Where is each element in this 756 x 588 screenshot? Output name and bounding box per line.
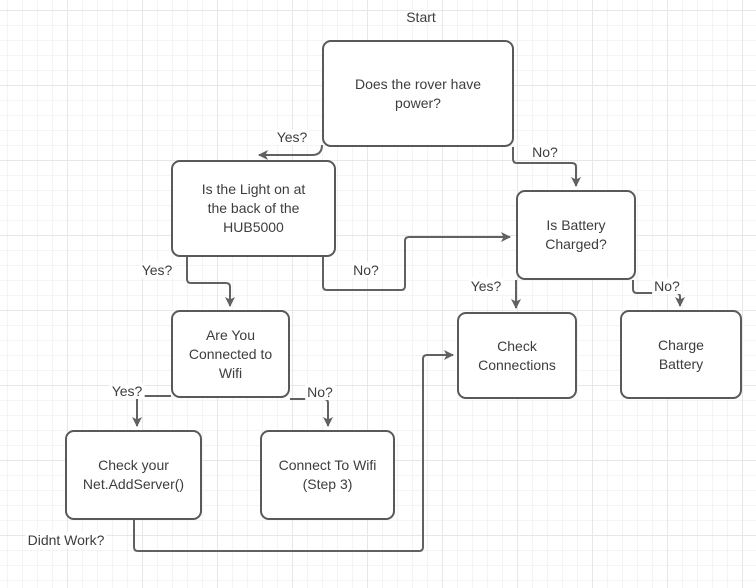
start-label[interactable]: Start [406,9,436,25]
edge-power-to-hub-light[interactable] [258,144,323,160]
edge-label-yes-wifi-to-addserver[interactable]: Yes? [109,383,145,399]
node-check-your-net-addserver[interactable]: Check your Net.AddServer() [65,430,202,520]
node-does-rover-have-power[interactable]: Does the rover have power? [322,40,514,147]
edge-hub-light-to-wifi[interactable] [186,257,235,307]
node-charge-battery[interactable]: Charge Battery [620,310,742,399]
edge-label-yes-battery-to-check[interactable]: Yes? [468,278,504,294]
edge-label-no-battery-to-charge[interactable]: No? [652,278,682,294]
edge-label-didnt-work[interactable]: Didnt Work? [25,532,107,548]
edge-wifi-to-connect-wifi[interactable] [290,398,333,427]
node-connect-to-wifi-step3[interactable]: Connect To Wifi (Step 3) [260,430,395,520]
edge-label-yes-power-to-hub[interactable]: Yes? [274,129,310,145]
node-check-connections[interactable]: Check Connections [457,312,577,399]
edge-wifi-to-check-addserver[interactable] [132,395,171,427]
edge-power-to-battery[interactable] [512,147,581,187]
edge-label-no-hub-to-battery[interactable]: No? [351,262,381,278]
edge-check-addserver-to-check-connections[interactable] [133,350,454,552]
edge-label-no-wifi-to-connect[interactable]: No? [305,384,335,400]
edge-hub-light-to-battery[interactable] [322,232,511,291]
node-are-you-connected-to-wifi[interactable]: Are You Connected to Wifi [171,310,290,398]
edge-label-yes-hub-to-wifi[interactable]: Yes? [139,262,175,278]
node-is-battery-charged[interactable]: Is Battery Charged? [516,190,636,280]
edge-label-no-power-to-battery[interactable]: No? [530,144,560,160]
node-is-light-on-hub5000[interactable]: Is the Light on at the back of the HUB50… [171,160,336,257]
